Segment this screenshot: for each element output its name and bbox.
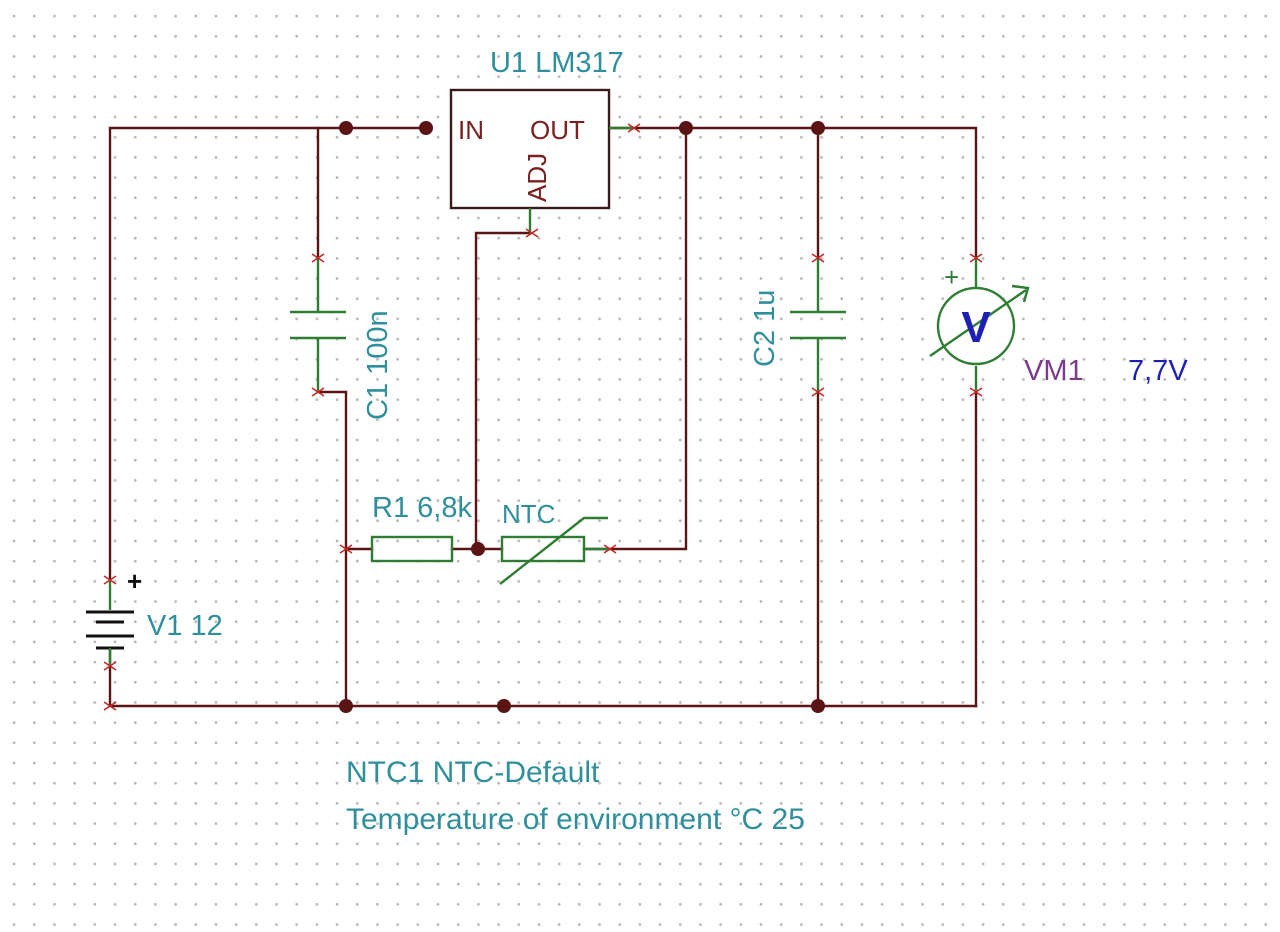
junction-dot — [339, 699, 353, 713]
resistor-r1[interactable]: R1 6,8k — [370, 492, 472, 563]
capacitor-c1[interactable]: C1 100n — [290, 258, 394, 420]
junction-dot — [679, 121, 693, 135]
junction-dot — [497, 699, 511, 713]
pin-marker — [103, 661, 117, 671]
wire-ntc-out — [582, 126, 688, 551]
battery-v1[interactable]: + V1 12 — [86, 566, 223, 666]
vm1-symbol: V — [961, 303, 991, 352]
vm1-needle-arrow — [929, 289, 1027, 357]
junction-dot — [811, 699, 825, 713]
note-temperature: Temperature of environment °C 25 — [346, 803, 805, 836]
thermistor-ntc[interactable]: NTC — [499, 499, 610, 585]
junction-dot — [419, 121, 433, 135]
vm1-arrowhead — [1011, 284, 1030, 303]
note-ntc-model: NTC1 NTC-Default — [346, 756, 600, 789]
c1-label: C1 100n — [362, 310, 394, 420]
vm1-reading: 7,7V — [1128, 355, 1188, 387]
pin-marker — [311, 387, 325, 397]
regulator-pin-adj: ADJ — [522, 153, 552, 202]
pin-marker — [339, 544, 353, 554]
regulator-pin-out: OUT — [530, 115, 585, 145]
pin-marker — [311, 253, 325, 263]
pin-marker — [103, 575, 117, 585]
voltmeter-vm1[interactable]: V + VM1 7,7V — [929, 258, 1188, 392]
junction-dot — [471, 542, 485, 556]
regulator-pin-in: IN — [458, 115, 484, 145]
capacitor-c2[interactable]: C2 1u — [749, 258, 846, 392]
v1-label: V1 12 — [147, 610, 223, 642]
c2-label: C2 1u — [749, 290, 781, 367]
pin-marker — [969, 253, 983, 263]
pin-marker — [969, 387, 983, 397]
v1-plus-sign: + — [127, 566, 142, 596]
pin-markers — [103, 123, 983, 711]
ntc-label: NTC — [502, 499, 555, 529]
pin-marker — [603, 544, 617, 554]
wires — [108, 126, 978, 708]
junction-dot — [339, 121, 353, 135]
regulator-u1[interactable]: U1 LM317 IN OUT ADJ — [449, 47, 632, 233]
wire-top-right — [608, 126, 978, 260]
wire-adj — [474, 231, 532, 551]
junctions — [339, 121, 825, 713]
regulator-body — [449, 88, 611, 210]
regulator-label: U1 LM317 — [490, 47, 624, 79]
r1-body — [370, 535, 454, 563]
pin-marker — [103, 701, 117, 711]
vm1-plus-sign: + — [944, 262, 959, 292]
vm1-name: VM1 — [1024, 355, 1084, 387]
r1-label: R1 6,8k — [372, 492, 472, 524]
pin-marker — [525, 228, 539, 238]
pin-marker — [811, 253, 825, 263]
wire-c1-bottom — [316, 390, 348, 708]
pin-marker — [811, 387, 825, 397]
junction-dot — [811, 121, 825, 135]
wire-top-left — [108, 126, 430, 582]
pin-marker — [627, 123, 641, 133]
vm1-body — [936, 286, 1016, 366]
ntc-slash — [499, 516, 608, 585]
